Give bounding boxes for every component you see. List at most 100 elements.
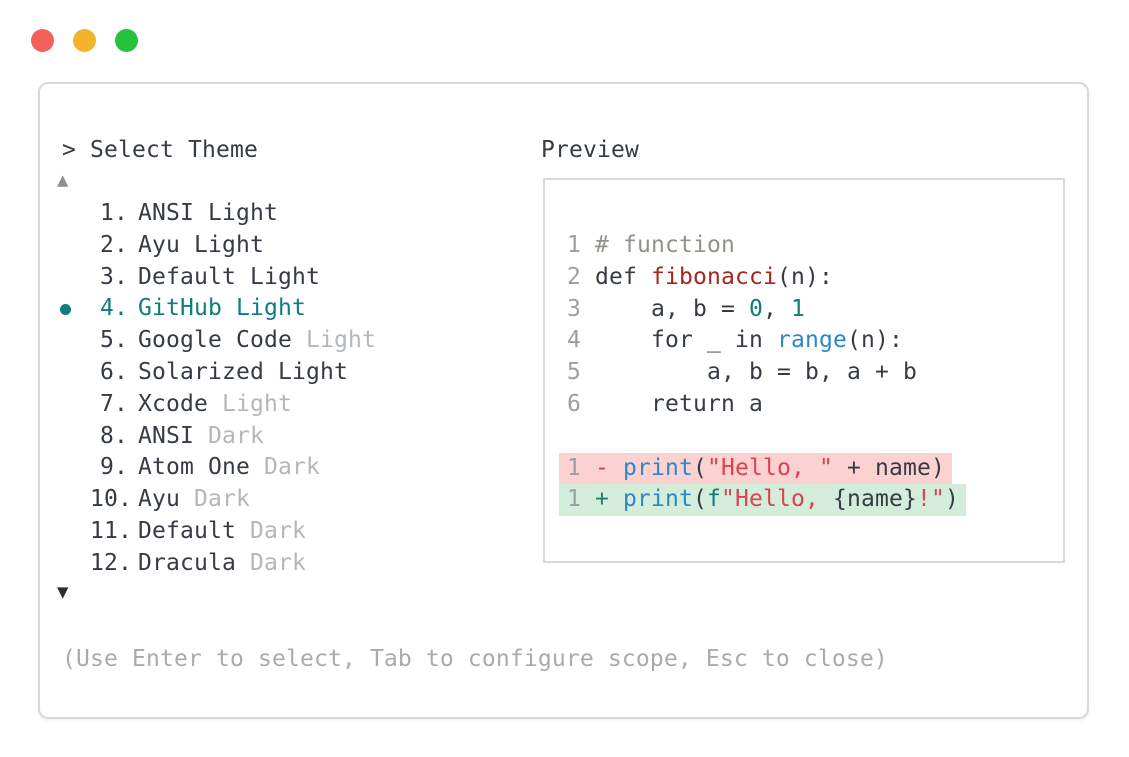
theme-list-item[interactable]: 3. Default Light <box>90 262 376 294</box>
theme-item-number: 3. <box>100 263 128 290</box>
minimize-button[interactable] <box>73 29 96 52</box>
theme-item-number: 11. <box>90 517 132 544</box>
theme-item-name: Atom One <box>138 454 250 481</box>
theme-item-name: Dracula <box>138 549 236 576</box>
theme-item-variant: Dark <box>208 422 264 449</box>
keyboard-hint: (Use Enter to select, Tab to configure s… <box>62 646 888 672</box>
line-number: 2 <box>567 263 581 290</box>
theme-item-number: 12. <box>90 549 132 576</box>
theme-item-number: 10. <box>90 486 132 513</box>
page-title: Select Theme <box>90 137 258 163</box>
line-number: 5 <box>567 359 581 386</box>
theme-item-number: 8. <box>100 422 128 449</box>
code-token: , <box>762 295 791 322</box>
code-token: "Hello, <box>721 486 833 513</box>
theme-item-name: Solarized Light <box>138 358 348 385</box>
code-token: (n): <box>776 263 833 290</box>
diff-highlight-removed: 1 - print("Hello, " + name) <box>559 452 952 485</box>
code-token: "Hello, " <box>707 454 833 481</box>
spacer <box>581 232 595 258</box>
theme-item-variant: Dark <box>249 549 306 576</box>
zoom-button[interactable] <box>115 29 138 52</box>
theme-list-item[interactable]: 12.Dracula Dark <box>90 548 376 580</box>
code-token: {name} <box>832 486 917 513</box>
theme-list-item[interactable]: 6. Solarized Light <box>90 357 376 389</box>
spacer <box>581 264 595 290</box>
code-token: 0 <box>748 295 763 322</box>
code-token: def <box>595 263 651 290</box>
theme-item-variant: Dark <box>263 454 320 481</box>
theme-item-variant: Dark <box>249 517 306 544</box>
code-token: (n): <box>846 327 903 354</box>
close-button[interactable] <box>31 29 54 52</box>
selected-dot-icon <box>60 303 71 315</box>
scroll-down-icon[interactable]: ▼ <box>57 581 69 603</box>
theme-item-number: 2. <box>100 231 128 258</box>
code-token: + name) <box>832 454 945 481</box>
theme-list-item[interactable]: 1. ANSI Light <box>90 198 376 230</box>
code-line: 1 # function <box>567 230 966 262</box>
spacer <box>581 391 595 417</box>
code-token: fibonacci <box>651 263 777 290</box>
theme-list-item[interactable]: 4.GitHub Light <box>60 293 376 325</box>
theme-item-variant: Dark <box>194 486 250 513</box>
theme-list-item[interactable]: 9. Atom One Dark <box>90 452 376 484</box>
theme-item-number: 5. <box>100 327 128 354</box>
line-number: 1 <box>567 486 581 513</box>
code-token: print <box>623 454 693 481</box>
theme-list-item[interactable]: 10.Ayu Dark <box>90 484 376 516</box>
line-number: 4 <box>567 327 581 354</box>
theme-list-item[interactable]: 2.Ayu Light <box>90 230 376 262</box>
theme-item-variant: Light <box>305 327 376 354</box>
theme-item-name: Default <box>138 517 236 544</box>
code-line: 4 for _ in range(n): <box>567 325 966 357</box>
line-number: 1 <box>567 232 581 258</box>
theme-item-number: 6. <box>100 358 128 385</box>
code-token: ) <box>944 486 959 513</box>
code-token: a, b = b, a + b <box>595 359 917 386</box>
code-line: 3 a, b = 0, 1 <box>567 294 966 326</box>
line-number: 3 <box>567 295 581 322</box>
theme-item-name: Default Light <box>138 263 320 290</box>
code-token: range <box>776 327 847 354</box>
code-token: 1 <box>790 295 805 322</box>
diff-line-removed: 1 - print("Hello, " + name) <box>559 452 966 485</box>
code-line: 2 def fibonacci(n): <box>567 262 966 294</box>
preview-label: Preview <box>541 137 639 163</box>
theme-list-item[interactable]: 5. Google Code Light <box>90 325 376 357</box>
code-token: # function <box>595 232 735 258</box>
theme-item-name: ANSI Light <box>138 200 278 226</box>
code-token: print <box>623 486 693 513</box>
theme-item-name: GitHub Light <box>138 295 306 322</box>
theme-list-item[interactable]: 11.Default Dark <box>90 516 376 548</box>
code-line: 6 return a <box>567 389 966 421</box>
spacer <box>581 359 595 385</box>
theme-item-name: Google Code <box>138 327 292 354</box>
line-number: 1 <box>567 454 581 481</box>
theme-item-name: Xcode <box>138 390 208 417</box>
spacer <box>581 486 595 512</box>
code-line: 5 a, b = b, a + b <box>567 357 966 389</box>
spacer <box>581 455 595 481</box>
theme-item-name: Ayu <box>138 486 180 513</box>
code-token: ( <box>693 486 707 513</box>
window-controls <box>31 29 138 52</box>
theme-item-number: 9. <box>100 454 128 481</box>
scroll-up-icon[interactable]: ▲ <box>57 169 69 191</box>
diff-line-added: 1 + print(f"Hello, {name}!") <box>559 484 966 517</box>
spacer <box>581 296 595 322</box>
line-number: 6 <box>567 390 581 417</box>
spacer <box>609 486 623 512</box>
diff-sign-removed: - <box>595 454 609 481</box>
code-token: return a <box>595 390 763 417</box>
prompt-chevron-icon: > <box>62 137 76 163</box>
code-line-blank <box>567 421 966 453</box>
theme-item-number: 1. <box>100 200 128 226</box>
code-token: f <box>707 486 721 513</box>
